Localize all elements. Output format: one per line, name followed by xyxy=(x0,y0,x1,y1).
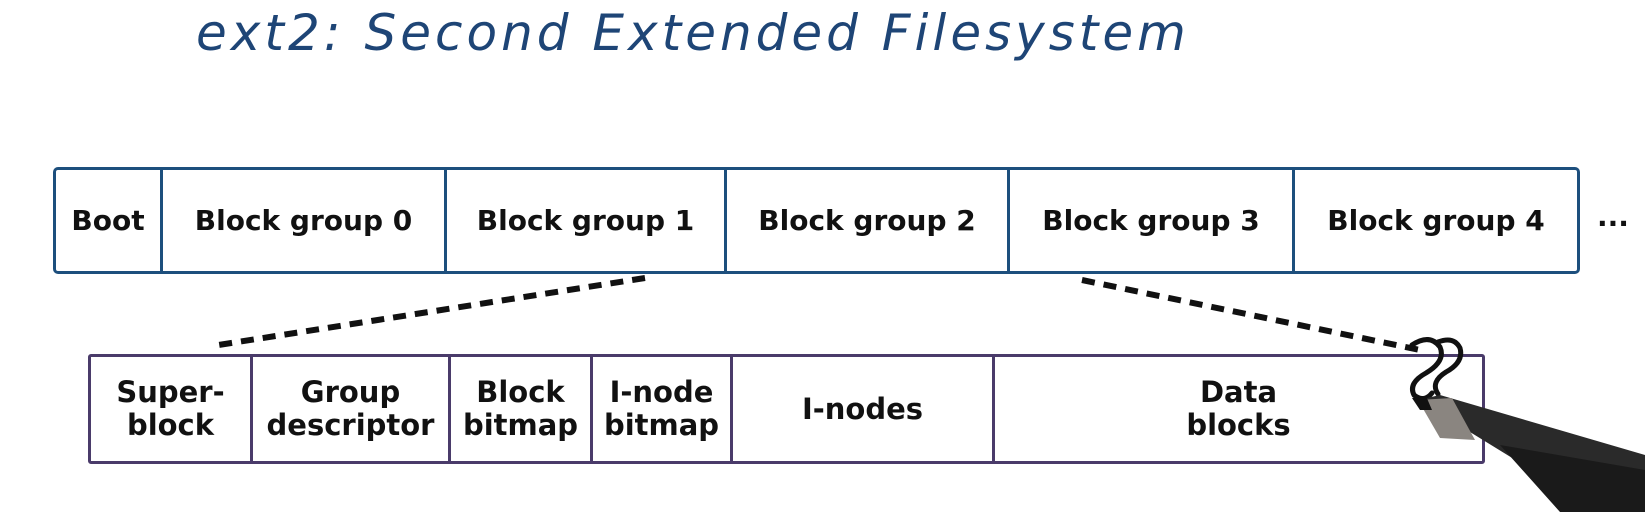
squiggle-mark-2 xyxy=(1432,337,1464,397)
zoom-connector-left xyxy=(211,275,646,349)
more-groups-ellipsis: ... xyxy=(1597,200,1629,233)
block-group-2: Block group 2 xyxy=(727,170,1010,271)
data-blocks-cell: Data blocks xyxy=(1186,375,1291,442)
block-group-detail-row: Super- block Group descriptor Block bitm… xyxy=(88,354,1485,464)
block-bitmap-cell: Block bitmap xyxy=(451,357,593,461)
block-group-0: Block group 0 xyxy=(163,170,447,271)
inode-bitmap-cell: I-node bitmap xyxy=(593,357,733,461)
inodes-cell: I-nodes xyxy=(733,357,995,461)
block-group-4: Block group 4 xyxy=(1327,204,1545,237)
diagram-title: ext2: Second Extended Filesystem xyxy=(196,4,1190,62)
block-group-3: Block group 3 xyxy=(1010,170,1295,271)
zoom-connector-right xyxy=(1081,277,1421,353)
pen-icon xyxy=(1412,395,1645,512)
group-descriptor-cell: Group descriptor xyxy=(253,357,451,461)
block-group-1: Block group 1 xyxy=(447,170,727,271)
boot-block: Boot xyxy=(56,170,163,271)
superblock-cell: Super- block xyxy=(91,357,253,461)
disk-layout-row: Boot Block group 0 Block group 1 Block g… xyxy=(53,167,1580,274)
